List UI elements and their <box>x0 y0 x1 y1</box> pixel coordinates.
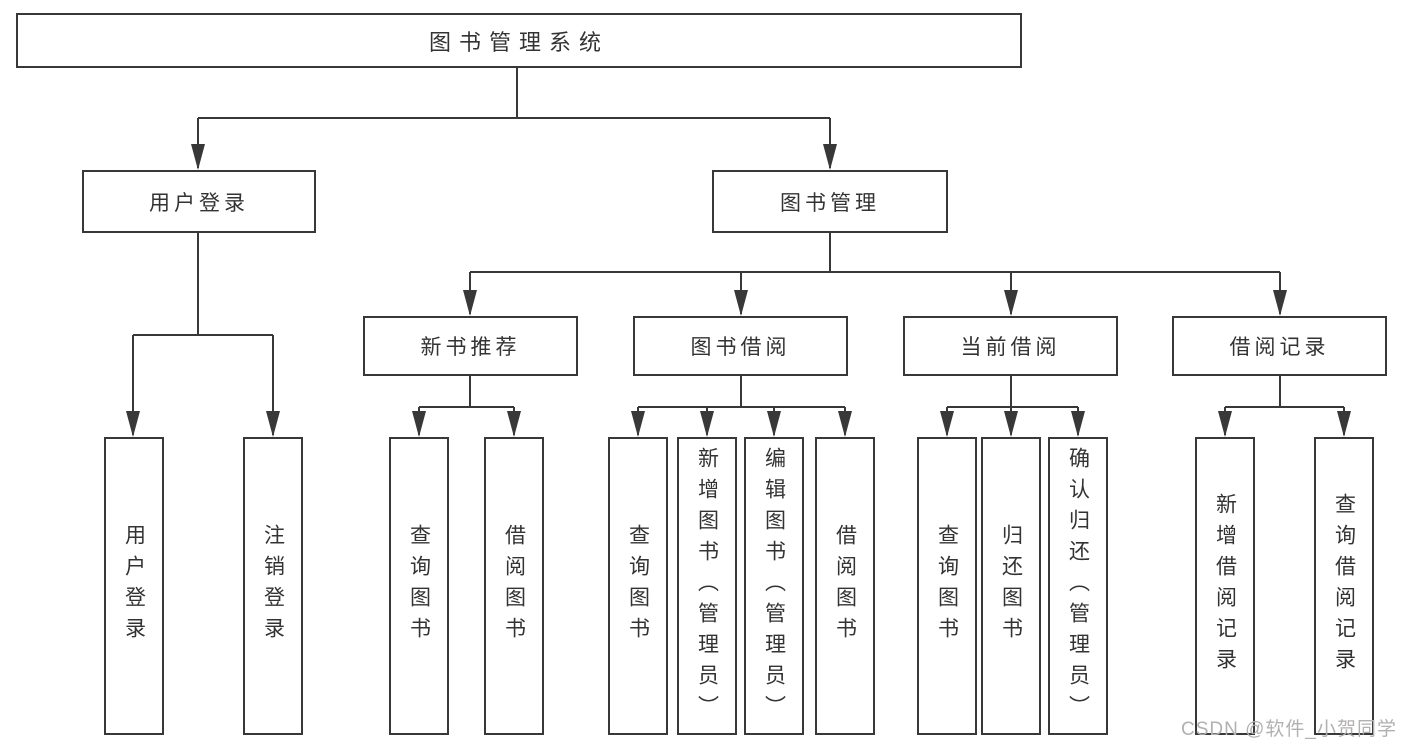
node-book-management: 图书管理 <box>712 170 948 233</box>
connector-mgmt-to-level3 <box>469 233 1281 314</box>
arrowhead-down-icon <box>1004 411 1018 437</box>
leaf-label: 注销登录 <box>261 524 285 648</box>
leaf-query-books-recommend: 查询图书 <box>389 437 449 735</box>
leaf-edit-books-admin: 编辑图书（管理员） <box>744 437 804 735</box>
node-label: 用户登录 <box>149 191 249 215</box>
connector-recommend-to-leaves <box>418 376 515 435</box>
arrowhead-down-icon <box>412 411 426 437</box>
arrowhead-down-icon <box>940 411 954 437</box>
arrowhead-down-icon <box>507 411 521 437</box>
leaf-label: 用户登录 <box>122 524 146 648</box>
arrowhead-down-icon <box>191 144 205 170</box>
node-user-login: 用户登录 <box>82 170 316 233</box>
csdn-watermark: CSDN @软件_小贺同学 <box>1181 719 1397 740</box>
connector-root-to-level2 <box>197 68 831 168</box>
arrowhead-down-icon <box>631 411 645 437</box>
arrowhead-down-icon <box>463 290 477 316</box>
leaf-borrow-books-recommend: 借阅图书 <box>484 437 544 735</box>
leaf-add-books-admin: 新增图书（管理员） <box>677 437 737 735</box>
leaf-label: 查询图书 <box>407 524 431 648</box>
leaf-label: 查询借阅记录 <box>1332 493 1356 679</box>
arrowhead-down-icon <box>823 144 837 170</box>
connector-records-to-leaves <box>1224 376 1345 435</box>
leaf-user-login: 用户登录 <box>104 437 164 735</box>
node-borrowing-records: 借阅记录 <box>1172 316 1387 376</box>
node-label: 借阅记录 <box>1229 336 1330 359</box>
arrowhead-down-icon <box>838 411 852 437</box>
leaf-logout: 注销登录 <box>243 437 303 735</box>
leaf-confirm-return-admin: 确认归还（管理员） <box>1048 437 1108 735</box>
arrowhead-down-icon <box>767 411 781 437</box>
arrowheads <box>126 144 1351 437</box>
arrowhead-down-icon <box>734 290 748 316</box>
arrowhead-down-icon <box>126 411 140 437</box>
leaf-return-books: 归还图书 <box>981 437 1041 735</box>
node-label: 当前借阅 <box>960 336 1061 359</box>
arrowhead-down-icon <box>700 411 714 437</box>
leaf-label: 查询图书 <box>935 524 959 648</box>
connector-borrow-to-leaves <box>637 376 846 435</box>
node-label: 图书管理 <box>780 191 880 215</box>
node-new-book-recommendation: 新书推荐 <box>363 316 578 376</box>
node-current-borrowing: 当前借阅 <box>903 316 1118 376</box>
arrowhead-down-icon <box>1004 290 1018 316</box>
leaf-add-borrow-record: 新增借阅记录 <box>1195 437 1255 735</box>
leaf-label: 确认归还（管理员） <box>1066 446 1090 726</box>
leaf-borrow-books: 借阅图书 <box>815 437 875 735</box>
arrowhead-down-icon <box>1071 411 1085 437</box>
leaf-label: 查询图书 <box>626 524 650 648</box>
leaf-label: 归还图书 <box>999 524 1023 648</box>
arrowhead-down-icon <box>266 411 280 437</box>
node-label: 图书管理系统 <box>428 29 609 55</box>
leaf-label: 新增图书（管理员） <box>695 446 719 726</box>
leaf-query-books-current: 查询图书 <box>917 437 977 735</box>
arrowhead-down-icon <box>1273 290 1287 316</box>
leaf-label: 借阅图书 <box>833 524 857 648</box>
leaf-label: 新增借阅记录 <box>1213 493 1237 679</box>
leaf-label: 编辑图书（管理员） <box>762 446 786 726</box>
leaf-label: 借阅图书 <box>502 524 526 648</box>
node-label: 新书推荐 <box>420 336 521 359</box>
arrowhead-down-icon <box>1218 411 1232 437</box>
leaf-query-borrow-record: 查询借阅记录 <box>1314 437 1374 735</box>
connector-login-to-leaves <box>132 233 274 435</box>
node-book-borrowing: 图书借阅 <box>633 316 848 376</box>
arrowhead-down-icon <box>1337 411 1351 437</box>
node-library-management-system: 图书管理系统 <box>16 13 1022 68</box>
node-label: 图书借阅 <box>690 336 791 359</box>
leaf-query-books-borrow: 查询图书 <box>608 437 668 735</box>
